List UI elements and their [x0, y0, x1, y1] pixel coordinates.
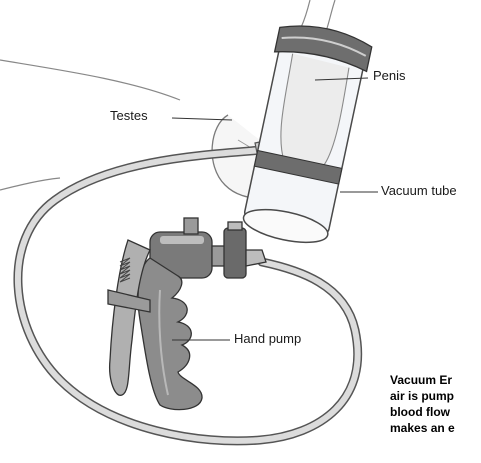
caption-line: makes an e — [390, 420, 481, 436]
caption: Vacuum Er air is pump blood flow makes a… — [390, 372, 481, 436]
hand-pump-label: Hand pump — [234, 331, 301, 346]
hand-pump — [108, 218, 266, 410]
penis-label: Penis — [373, 68, 406, 83]
vacuum-tube — [237, 19, 374, 249]
vacuum-tube-label: Vacuum tube — [381, 183, 457, 198]
testes-label: Testes — [110, 108, 148, 123]
caption-line: Vacuum Er — [390, 372, 481, 388]
caption-line: blood flow — [390, 404, 481, 420]
caption-line: air is pump — [390, 388, 481, 404]
